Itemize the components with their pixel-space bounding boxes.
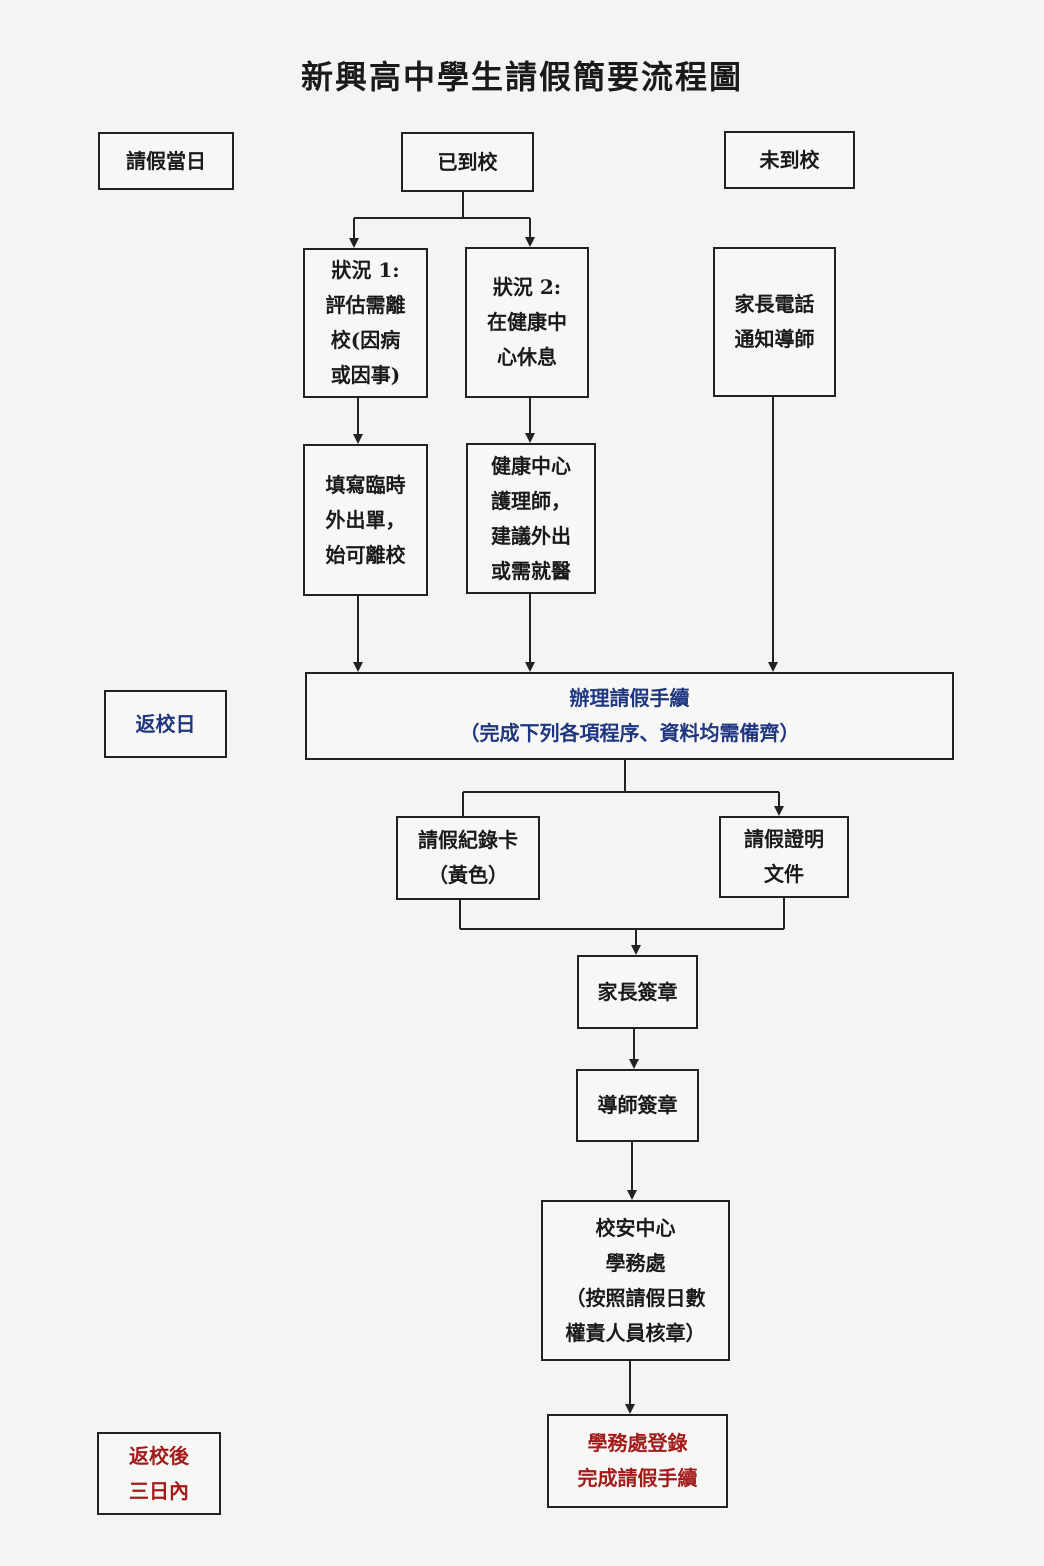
node-text-line: （按照請假日數 (565, 1285, 706, 1310)
node-text-line: 在健康中 (487, 310, 567, 334)
node-situation-2: 狀況 2: 在健康中心休息 (465, 247, 589, 398)
node-safety-center: 校安中心學務處 （按照請假日數權責人員核章） (541, 1200, 730, 1361)
node-final: 學務處登錄完成請假手續 (547, 1414, 728, 1508)
node-text-line: 導師簽章 (597, 1093, 678, 1117)
node-text-line: 已到校 (437, 149, 498, 174)
node-text-line: 請假紀錄卡 (418, 828, 518, 852)
node-text-line: （完成下列各項程序、資料均需備齊） (459, 721, 800, 745)
node-parent-sign: 家長簽章 (577, 955, 698, 1029)
node-text-line: 文件 (764, 862, 804, 886)
node-proof-docs: 請假證明文件 (719, 816, 849, 898)
node-text-line: 心休息 (497, 345, 557, 369)
node-text-line: 通知導師 (734, 327, 815, 351)
node-fill-form: 填寫臨時外出單， 始可離校 (303, 444, 428, 596)
node-text-line: 家長簽章 (597, 979, 678, 1004)
node-text-line: 評估需離 (325, 293, 406, 317)
node-record-card: 請假紀錄卡 （黃色） (396, 816, 540, 900)
node-text-line: 返校後 (129, 1443, 189, 1468)
node-parent-call: 家長電話通知導師 (713, 247, 836, 397)
node-tutor-sign: 導師簽章 (576, 1069, 699, 1142)
label-return-day: 返校日 (104, 690, 227, 758)
node-text-line: 權責人員核章） (565, 1320, 706, 1345)
node-text-line: 或因事) (330, 363, 401, 387)
node-text-line: 始可離校 (325, 542, 406, 567)
node-text-line: 學務處登錄 (587, 1431, 688, 1455)
node-text-line: 三日內 (129, 1478, 189, 1503)
node-text-line: 返校日 (135, 711, 196, 736)
label-within-three-days: 返校後三日內 (97, 1432, 221, 1515)
node-text-line: 校安中心 (595, 1215, 676, 1240)
page-title: 新興高中學生請假簡要流程圖 (300, 58, 743, 96)
node-procedure: 辦理請假手續 （完成下列各項程序、資料均需備齊） (305, 672, 954, 760)
node-nurse: 健康中心護理師， 建議外出或需就醫 (466, 443, 596, 594)
node-text-line: 建議外出 (491, 523, 571, 548)
node-text-line: 填寫臨時 (325, 472, 406, 497)
node-text-line: 校(因病 (330, 328, 401, 352)
node-text-line: 請假當日 (126, 148, 206, 173)
node-arrived: 已到校 (401, 132, 534, 192)
label-day-of-leave: 請假當日 (98, 132, 234, 190)
node-text-line: 家長電話 (734, 292, 815, 316)
node-text-line: 狀況 1: (331, 258, 400, 282)
node-text-line: 完成請假手續 (577, 1466, 698, 1490)
node-not-arrived: 未到校 (724, 131, 855, 189)
node-text-line: 健康中心 (491, 453, 571, 478)
node-text-line: 狀況 2: (492, 275, 562, 299)
node-situation-1: 狀況 1: 評估需離校(因病或因事) (303, 248, 428, 398)
node-text-line: （黃色） (428, 863, 508, 887)
node-text-line: 護理師， (491, 488, 571, 513)
node-text-line: 未到校 (759, 147, 820, 172)
node-text-line: 辦理請假手續 (569, 686, 690, 710)
node-text-line: 或需就醫 (491, 558, 571, 583)
node-text-line: 學務處 (605, 1250, 666, 1275)
node-text-line: 外出單， (325, 507, 406, 532)
node-text-line: 請假證明 (744, 827, 824, 851)
